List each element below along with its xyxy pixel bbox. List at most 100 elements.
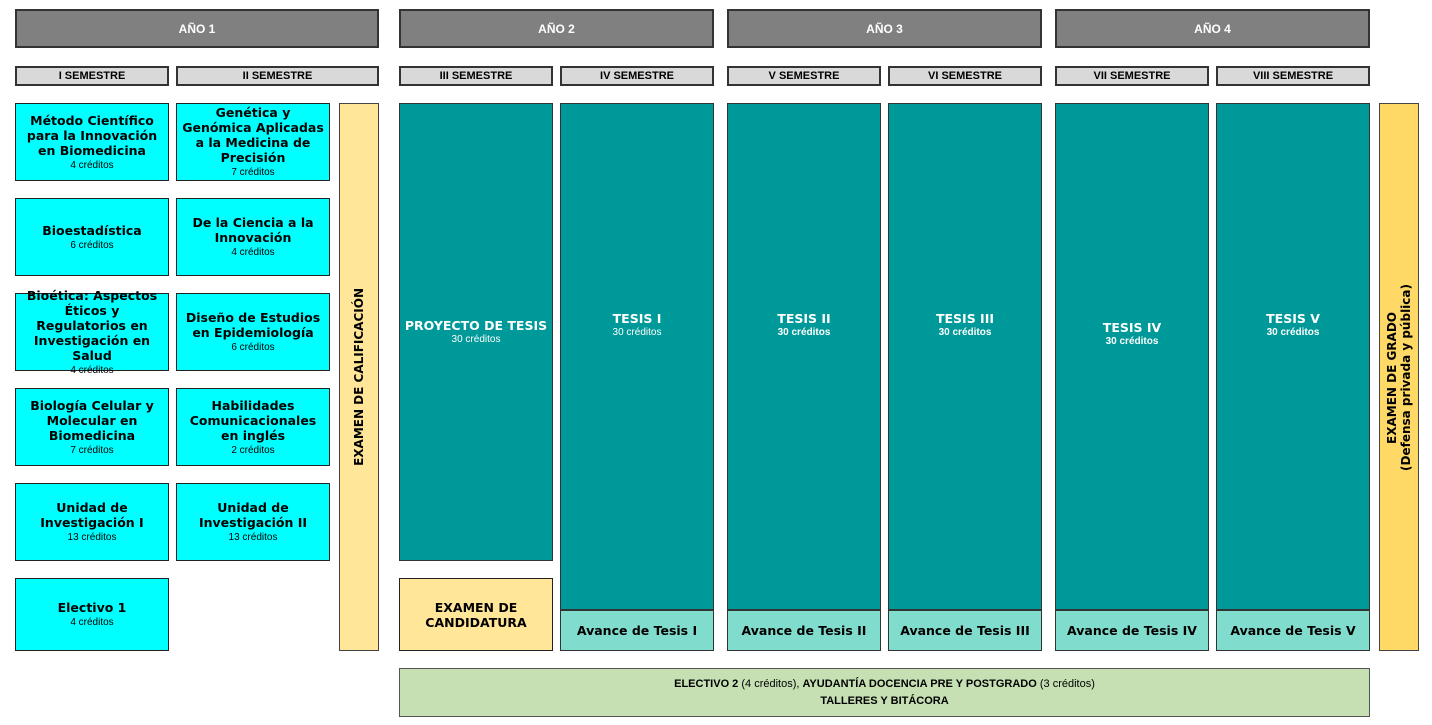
assistantship-label: AYUDANTÍA DOCENCIA PRE Y POSTGRADO: [802, 677, 1037, 690]
course-credits: 7 créditos: [70, 444, 114, 456]
candidacy-exam-label: EXAMEN DE CANDIDATURA: [425, 599, 527, 630]
semester-label: V SEMESTRE: [768, 70, 840, 82]
semester-header-8: VIII SEMESTRE: [1216, 66, 1370, 86]
grade-exam-line2: (Defensa privada y pública): [1399, 283, 1413, 471]
year-header-label: AÑO 4: [1194, 21, 1231, 36]
course-credits: 13 créditos: [67, 532, 117, 543]
course-name: Método Científico para la Innovación en …: [26, 112, 158, 158]
year-header-label: AÑO 1: [178, 21, 216, 36]
course-credits: 6 créditos: [231, 342, 275, 353]
course-habilidades-comunicacionales: Habilidades Comunicacionales en inglés 2…: [176, 388, 330, 466]
thesis-advance-3: Avance de Tesis III: [888, 610, 1042, 651]
semester-label: III SEMESTRE: [439, 70, 513, 82]
thesis-1: TESIS I 30 créditos: [560, 103, 714, 610]
semester-label: VI SEMESTRE: [928, 70, 1002, 82]
thesis-project: PROYECTO DE TESIS 30 créditos: [399, 103, 553, 561]
course-name: Habilidades Comunicacionales en inglés: [189, 397, 317, 443]
thesis-advance-5: Avance de Tesis V: [1216, 610, 1370, 651]
course-name: Diseño de Estudios en Epidemiología: [185, 310, 321, 340]
elective-2-label: ELECTIVO 2: [674, 677, 739, 690]
course-credits: 4 créditos: [70, 159, 114, 171]
course-electivo-1: Electivo 1 4 créditos: [15, 578, 169, 651]
course-name: Bioética: Aspectos Éticos y Regulatorios…: [26, 287, 158, 363]
course-bioetica: Bioética: Aspectos Éticos y Regulatorios…: [15, 288, 169, 376]
semester-label: II SEMESTRE: [242, 70, 313, 82]
thesis-advance-2: Avance de Tesis II: [727, 610, 881, 651]
course-credits: 4 créditos: [70, 364, 114, 376]
course-metodo-cientifico: Método Científico para la Innovación en …: [15, 103, 169, 181]
course-name: Genética y Genómica Aplicadas a la Medic…: [182, 105, 324, 165]
thesis-name: TESIS IV: [1102, 319, 1162, 335]
course-ciencia-innovacion: De la Ciencia a la Innovación 4 créditos: [176, 198, 330, 276]
workshops-label: TALLERES Y BITÁCORA: [820, 694, 949, 707]
semester-header-6: VI SEMESTRE: [888, 66, 1042, 86]
thesis-name: TESIS II: [777, 310, 831, 326]
thesis-5: TESIS V 30 créditos: [1216, 103, 1370, 610]
thesis-credits: 30 créditos: [612, 326, 662, 338]
semester-header-3: III SEMESTRE: [399, 66, 553, 86]
qualifying-exam: EXAMEN DE CALIFICACIÓN: [339, 103, 379, 651]
thesis-advance-label: Avance de Tesis III: [900, 623, 1030, 638]
course-credits: 13 créditos: [228, 532, 278, 543]
thesis-credits: 30 créditos: [451, 333, 501, 345]
thesis-advance-4: Avance de Tesis IV: [1055, 610, 1209, 651]
thesis-name: TESIS III: [935, 310, 995, 326]
year-header-2: AÑO 2: [399, 9, 714, 48]
semester-label: IV SEMESTRE: [600, 70, 674, 82]
thesis-name: TESIS V: [1266, 310, 1320, 326]
year-header-4: AÑO 4: [1055, 9, 1370, 48]
course-name: Unidad de Investigación II: [198, 500, 308, 530]
course-name: Bioestadística: [42, 222, 142, 238]
thesis-credits: 30 créditos: [938, 326, 992, 338]
year-header-3: AÑO 3: [727, 9, 1042, 48]
thesis-3: TESIS III 30 créditos: [888, 103, 1042, 610]
course-genetica-genomica: Genética y Genómica Aplicadas a la Medic…: [176, 103, 330, 181]
thesis-name: TESIS I: [612, 310, 662, 326]
grade-exam-line1: EXAMEN DE GRADO: [1385, 311, 1399, 443]
thesis-advance-1: Avance de Tesis I: [560, 610, 714, 651]
thesis-2: TESIS II 30 créditos: [727, 103, 881, 610]
semester-label: VIII SEMESTRE: [1252, 70, 1334, 82]
course-diseno-estudios: Diseño de Estudios en Epidemiología 6 cr…: [176, 293, 330, 371]
course-credits: 6 créditos: [70, 239, 114, 251]
year-header-label: AÑO 2: [538, 21, 575, 36]
assistantship-credits: (3 créditos): [1036, 677, 1095, 690]
course-name: Biología Celular y Molecular en Biomedic…: [30, 397, 154, 443]
thesis-name: PROYECTO DE TESIS: [404, 317, 548, 333]
thesis-credits: 30 créditos: [777, 326, 831, 338]
year-header-1: AÑO 1: [15, 9, 379, 48]
course-credits: 2 créditos: [231, 444, 275, 456]
thesis-advance-label: Avance de Tesis IV: [1067, 623, 1197, 638]
thesis-4: TESIS IV 30 créditos: [1055, 103, 1209, 610]
semester-header-7: VII SEMESTRE: [1055, 66, 1209, 86]
course-name: Electivo 1: [57, 600, 127, 615]
qualifying-exam-label: EXAMEN DE CALIFICACIÓN: [352, 288, 366, 466]
thesis-credits: 30 créditos: [1105, 335, 1159, 347]
course-name: Unidad de Investigación I: [40, 500, 144, 530]
grade-exam-label: EXAMEN DE GRADO(Defensa privada y públic…: [1385, 284, 1413, 471]
semester-header-1: I SEMESTRE: [15, 66, 169, 86]
elective-2-credits: (4 créditos),: [738, 677, 803, 690]
thesis-advance-label: Avance de Tesis II: [741, 623, 867, 638]
semester-header-4: IV SEMESTRE: [560, 66, 714, 86]
course-credits: 4 créditos: [231, 247, 275, 258]
course-credits: 7 créditos: [231, 167, 275, 178]
semester-header-5: V SEMESTRE: [727, 66, 881, 86]
thesis-advance-label: Avance de Tesis I: [576, 623, 698, 638]
year-header-label: AÑO 3: [866, 21, 903, 36]
electives-line-1: ELECTIVO 2 (4 créditos), AYUDANTÍA DOCEN…: [674, 676, 1095, 693]
course-biologia-celular: Biología Celular y Molecular en Biomedic…: [15, 388, 169, 466]
candidacy-exam: EXAMEN DE CANDIDATURA: [399, 578, 553, 651]
grade-exam: EXAMEN DE GRADO(Defensa privada y públic…: [1379, 103, 1419, 651]
semester-header-2: II SEMESTRE: [176, 66, 379, 86]
course-unidad-investigacion-1: Unidad de Investigación I 13 créditos: [15, 483, 169, 561]
semester-label: I SEMESTRE: [58, 70, 126, 82]
thesis-credits: 30 créditos: [1266, 326, 1320, 338]
course-credits: 4 créditos: [70, 617, 114, 628]
course-bioestadistica: Bioestadística 6 créditos: [15, 198, 169, 276]
thesis-advance-label: Avance de Tesis V: [1230, 623, 1356, 638]
electives-bar: ELECTIVO 2 (4 créditos), AYUDANTÍA DOCEN…: [399, 668, 1370, 717]
semester-label: VII SEMESTRE: [1093, 70, 1171, 82]
course-name: De la Ciencia a la Innovación: [192, 215, 314, 245]
course-unidad-investigacion-2: Unidad de Investigación II 13 créditos: [176, 483, 330, 561]
